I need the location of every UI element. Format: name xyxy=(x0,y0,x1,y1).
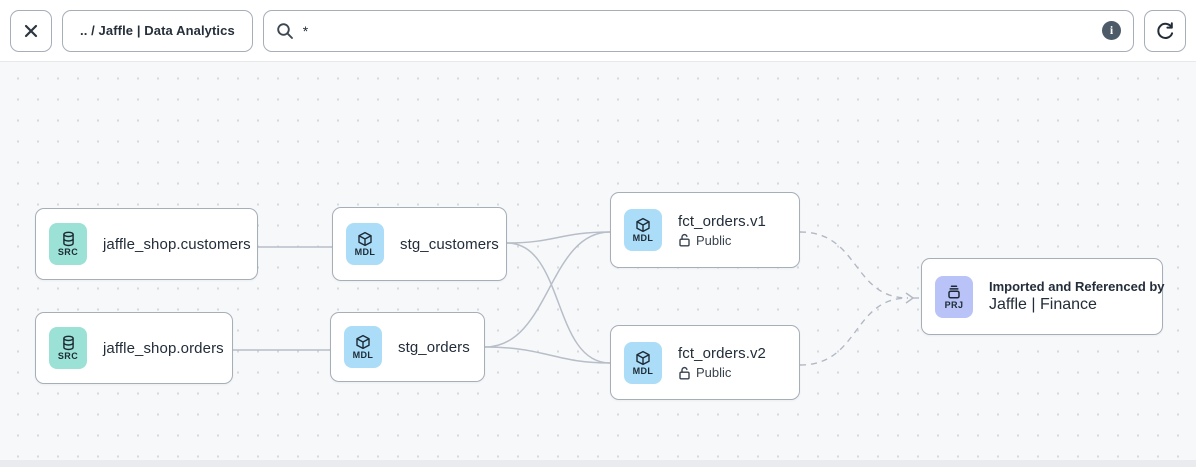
badge-label: SRC xyxy=(57,351,79,361)
badge-label: SRC xyxy=(57,247,79,257)
node-stg-customers[interactable]: MDL stg_customers xyxy=(332,207,507,281)
model-badge: MDL xyxy=(346,223,384,265)
lineage-canvas[interactable]: SRC jaffle_shop.customers SRC jaffle_sho… xyxy=(0,62,1196,467)
badge-label: MDL xyxy=(632,233,654,243)
breadcrumb[interactable]: .. / Jaffle | Data Analytics xyxy=(62,9,253,52)
database-icon xyxy=(62,231,74,247)
edge-v1-project xyxy=(799,231,909,299)
search-icon xyxy=(277,22,293,39)
node-title: stg_orders xyxy=(398,338,470,356)
info-icon[interactable]: i xyxy=(1102,21,1121,40)
node-jaffle-shop-orders[interactable]: SRC jaffle_shop.orders xyxy=(35,312,233,384)
node-jaffle-shop-customers[interactable]: SRC jaffle_shop.customers xyxy=(35,208,258,280)
node-title: stg_customers xyxy=(400,235,499,253)
source-badge: SRC xyxy=(49,327,87,369)
node-fct-orders-v2[interactable]: MDL fct_orders.v2 Public xyxy=(610,325,800,400)
access-label: Public xyxy=(696,365,732,380)
cube-icon xyxy=(636,350,650,365)
refresh-icon xyxy=(1157,21,1174,39)
badge-label: PRJ xyxy=(944,299,964,310)
database-icon xyxy=(62,335,74,351)
badge-label: MDL xyxy=(354,247,376,257)
search-box[interactable]: i xyxy=(262,9,1134,52)
node-fct-orders-v1[interactable]: MDL fct_orders.v1 Public xyxy=(610,192,800,268)
close-icon xyxy=(24,24,38,37)
edge-v2-project xyxy=(799,297,909,366)
archive-jar-icon xyxy=(948,284,960,299)
refresh-button[interactable] xyxy=(1144,9,1186,52)
model-badge: MDL xyxy=(624,341,662,384)
edge-stgcustomers-v2 xyxy=(506,242,611,364)
node-title: jaffle_shop.orders xyxy=(103,339,224,357)
project-title: Jaffle | Finance xyxy=(989,296,1097,313)
node-title: fct_orders.v1 xyxy=(678,212,767,230)
edge-stgorders-v2 xyxy=(484,346,611,364)
toolbar: .. / Jaffle | Data Analytics i xyxy=(0,0,1196,62)
model-badge: MDL xyxy=(624,209,662,251)
lock-open-icon xyxy=(679,233,690,247)
node-project-jaffle-finance[interactable]: PRJ Imported and Referenced by Jaffle | … xyxy=(921,258,1165,335)
access-label: Public xyxy=(696,232,732,248)
close-button[interactable] xyxy=(10,9,52,52)
edge-stgorders-v1 xyxy=(484,231,611,348)
badge-label: MDL xyxy=(632,365,654,376)
access-row: Public xyxy=(678,365,766,380)
node-title: jaffle_shop.customers xyxy=(103,235,251,253)
access-row: Public xyxy=(678,233,766,248)
source-badge: SRC xyxy=(49,223,87,265)
node-title: fct_orders.v2 xyxy=(678,345,767,362)
breadcrumb-label: .. / Jaffle | Data Analytics xyxy=(80,23,235,38)
cube-icon xyxy=(356,334,370,350)
model-badge: MDL xyxy=(344,326,382,368)
project-badge: PRJ xyxy=(935,275,973,318)
canvas-bottom-edge xyxy=(0,460,1196,467)
cube-icon xyxy=(636,217,650,233)
badge-label: MDL xyxy=(352,350,374,360)
node-stg-orders[interactable]: MDL stg_orders xyxy=(330,312,485,382)
cube-icon xyxy=(358,231,372,247)
search-input[interactable] xyxy=(302,22,1093,39)
project-subtitle: Imported and Referenced by xyxy=(989,279,1165,294)
edge-stgcustomers-v1 xyxy=(506,231,611,244)
lineage-edges xyxy=(233,231,921,366)
lock-open-icon xyxy=(679,366,690,379)
